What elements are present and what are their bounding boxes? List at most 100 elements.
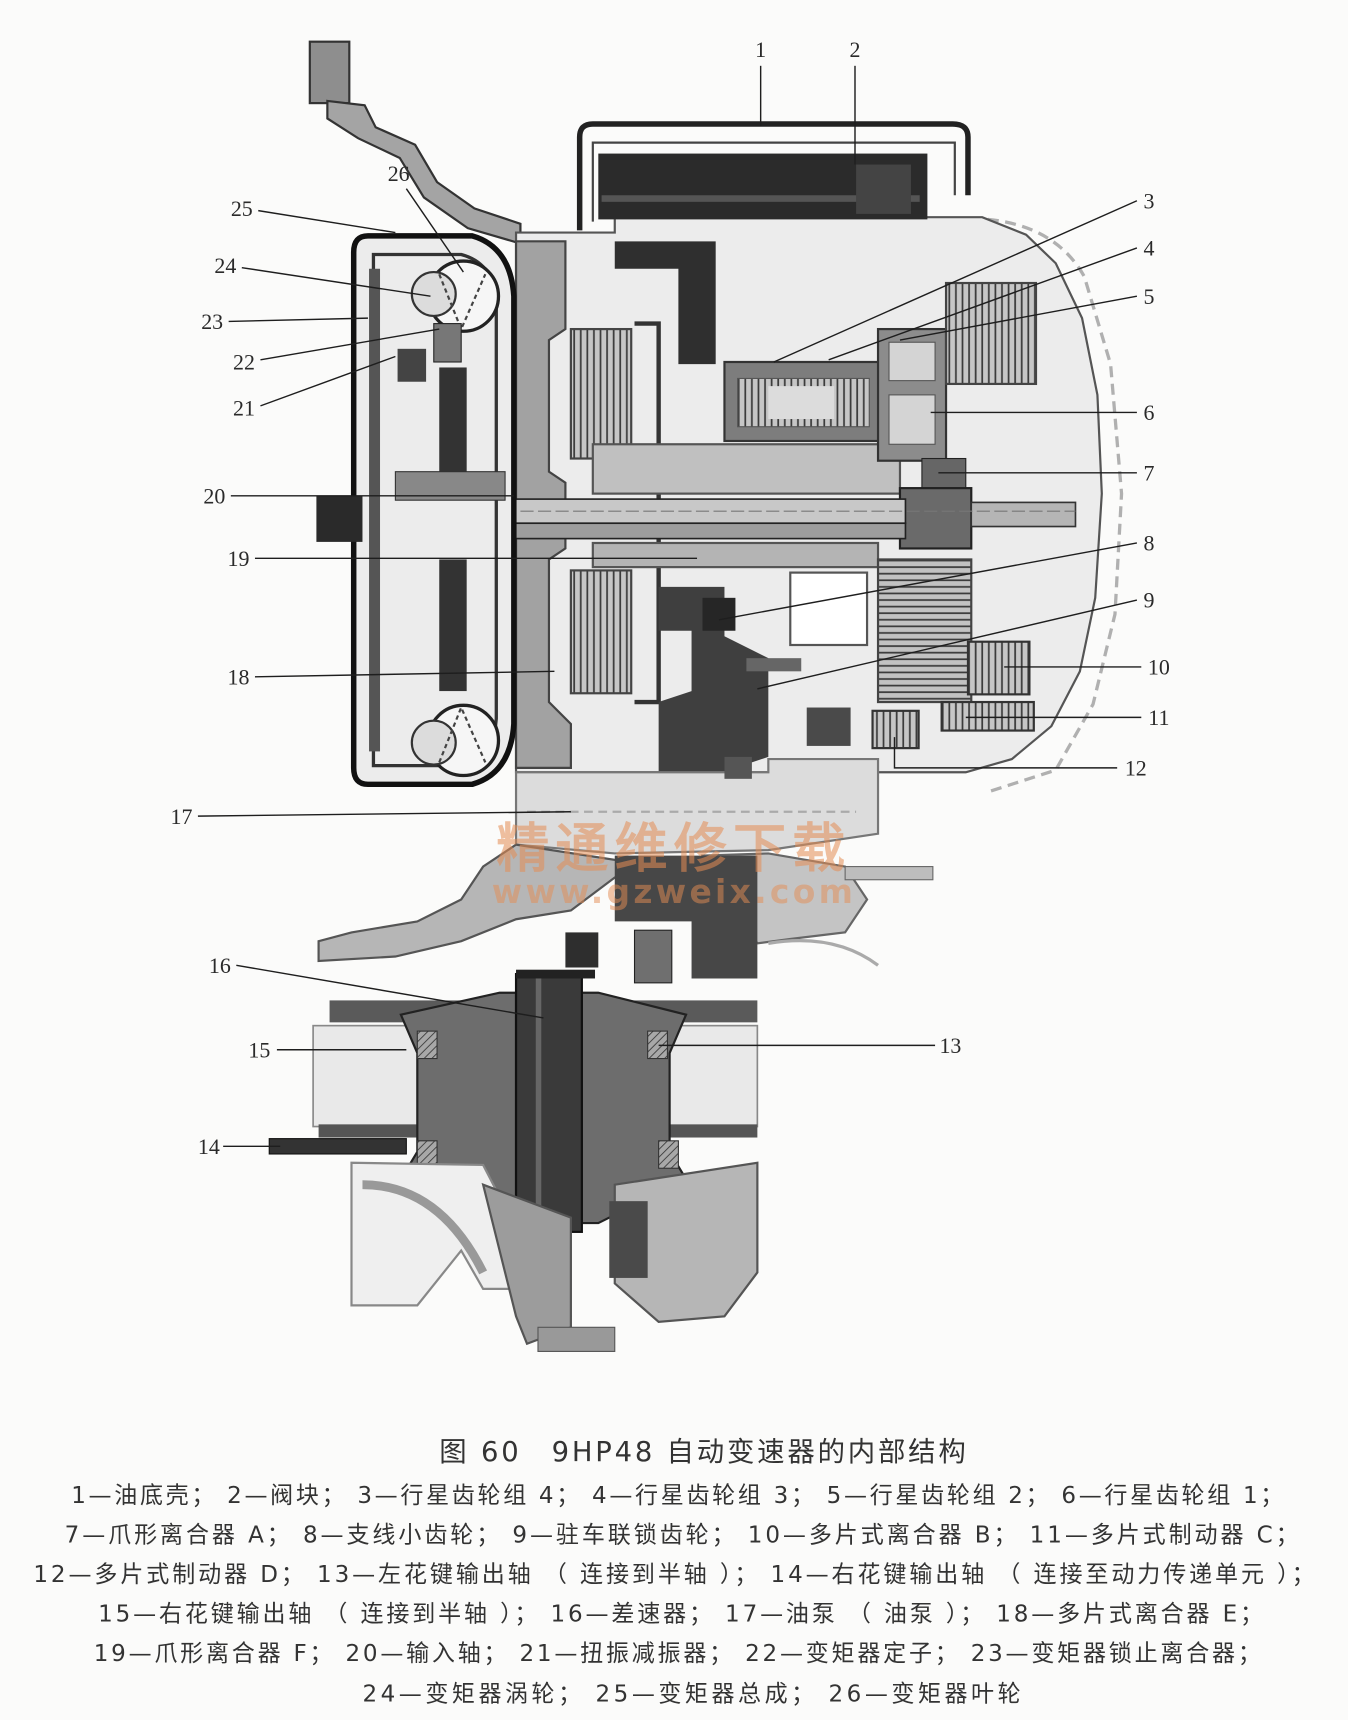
clutch-e-lower-pack bbox=[569, 569, 633, 695]
watermark-url: www.gzweix.com bbox=[492, 872, 856, 911]
converter-shell bbox=[350, 233, 517, 788]
callout-label-26: 26 bbox=[388, 161, 410, 186]
callout-label-17: 17 bbox=[171, 804, 193, 829]
callout-label-21: 21 bbox=[233, 396, 255, 421]
damper-spring-lower bbox=[439, 559, 467, 692]
callout-label-4: 4 bbox=[1143, 236, 1154, 261]
callout-label-3: 3 bbox=[1143, 188, 1154, 213]
brake-c bbox=[940, 700, 1035, 732]
valve-block-strip bbox=[601, 195, 920, 202]
output-hub bbox=[898, 487, 973, 550]
planetary-sets-3-4 bbox=[723, 360, 885, 443]
shaft-drum-lower bbox=[591, 541, 880, 569]
legend-line-3: 12—多片式制动器 D； 13—左花键输出轴 （ 连接到半轴 ）； 14—右花键… bbox=[33, 1562, 1314, 1588]
transfer-bolt-right bbox=[633, 929, 673, 984]
callout-label-12: 12 bbox=[1125, 756, 1147, 781]
upper-clutch-pack bbox=[944, 281, 1038, 386]
torsional-damper bbox=[397, 348, 427, 382]
legend-line-4: 15—右花键输出轴 （ 连接到半轴 ）； 16—差速器； 17—油泵 （ 油泵 … bbox=[98, 1601, 1263, 1627]
legend-line-2: 7—爪形离合器 A； 8—支线小齿轮； 9—驻车联锁齿轮； 10—多片式离合器 … bbox=[65, 1522, 1299, 1548]
transfer-bolt-left bbox=[565, 932, 599, 968]
callout-label-13: 13 bbox=[939, 1033, 961, 1058]
transfer-shaft-extension bbox=[844, 866, 934, 881]
fluid-flow-lower bbox=[438, 704, 487, 763]
claw-clutch-a bbox=[921, 457, 967, 492]
callout-leader-3 bbox=[773, 200, 1138, 363]
clutch-b bbox=[966, 640, 1031, 696]
differential-crossbar bbox=[516, 969, 596, 979]
callout-label-19: 19 bbox=[228, 546, 250, 571]
callout-leader-25 bbox=[258, 209, 396, 234]
legend-line-1: 1—油底壳； 2—阀块； 3—行星齿轮组 4； 4—行星齿轮组 3； 5—行星齿… bbox=[71, 1483, 1283, 1509]
transfer-gear bbox=[614, 855, 758, 979]
clutch-e-upper-pack bbox=[569, 327, 633, 460]
lower-housing-center bbox=[481, 1182, 572, 1346]
callout-leader-4 bbox=[828, 247, 1138, 361]
planetary-gear-2 bbox=[888, 341, 936, 382]
spider-gear-4 bbox=[658, 1140, 679, 1169]
planetary-gear-highlight bbox=[768, 386, 835, 420]
callout-label-8: 8 bbox=[1143, 531, 1154, 556]
parking-gear-teeth bbox=[746, 658, 802, 672]
lower-rib bbox=[362, 1180, 488, 1275]
oil-pan-outline bbox=[576, 121, 971, 231]
lower-housing bbox=[350, 1161, 759, 1352]
pump-tab bbox=[724, 756, 752, 779]
callout-leader-8 bbox=[718, 542, 1138, 621]
callout-leaders bbox=[197, 65, 1142, 1148]
outer-housing-outline bbox=[987, 217, 1124, 794]
callout-leader-23 bbox=[228, 317, 368, 323]
pump-body bbox=[514, 757, 880, 855]
clutch-e bbox=[569, 321, 661, 705]
transmission-cutaway bbox=[268, 40, 1124, 1352]
callout-label-5: 5 bbox=[1143, 284, 1154, 309]
fluid-flow-upper bbox=[438, 273, 487, 332]
callout-leader-21 bbox=[260, 355, 396, 407]
callout-leader-24 bbox=[241, 266, 431, 297]
housing-rib bbox=[768, 939, 880, 967]
callout-labels: 1 2 3 4 5 6 7 8 9 10 11 12 13 14 15 16 1… bbox=[171, 37, 1170, 1159]
figure-caption: 图 60 9HP48 自动变速器的内部结构 1—油底壳； 2—阀块； 3—行星齿… bbox=[33, 1437, 1314, 1707]
legend-line-5: 19—爪形离合器 F； 20—输入轴； 21—扭振减振器； 22—变矩器定子； … bbox=[94, 1641, 1261, 1667]
callout-label-2: 2 bbox=[850, 37, 861, 62]
lockup-clutch bbox=[369, 268, 381, 752]
callout-label-1: 1 bbox=[755, 37, 766, 62]
callout-leader-9 bbox=[757, 599, 1138, 690]
valve-block-detail bbox=[856, 164, 911, 214]
lower-housing-right bbox=[613, 1161, 759, 1323]
callout-leader-22 bbox=[260, 328, 440, 361]
watermark-name: 精通维修下载 bbox=[496, 819, 851, 880]
spider-gear-1 bbox=[416, 1030, 438, 1060]
lower-bolt bbox=[609, 1201, 648, 1278]
oil-pan-inner bbox=[591, 141, 956, 222]
callout-label-24: 24 bbox=[214, 253, 236, 278]
callout-label-23: 23 bbox=[201, 309, 223, 334]
callout-label-11: 11 bbox=[1148, 705, 1169, 730]
spur-pinion bbox=[702, 597, 736, 631]
callout-label-9: 9 bbox=[1143, 588, 1154, 613]
stator bbox=[433, 323, 462, 363]
planetary-sets-1-2 bbox=[876, 327, 948, 462]
callout-leader-16 bbox=[236, 964, 544, 1019]
turbine-lower bbox=[410, 719, 457, 766]
right-splined-output-shaft bbox=[268, 1138, 407, 1155]
transfer-housing-left bbox=[317, 843, 659, 963]
callout-label-7: 7 bbox=[1143, 460, 1154, 485]
differential-pin-highlight bbox=[535, 974, 542, 1232]
legend-line-6: 24—变矩器涡轮； 25—变矩器总成； 26—变矩器叶轮 bbox=[362, 1681, 1020, 1707]
shaft-end-block bbox=[316, 495, 363, 542]
brake-d bbox=[871, 709, 920, 750]
watermark: 精通维修下载 www.gzweix.com bbox=[492, 819, 856, 911]
oil-pump bbox=[514, 756, 880, 855]
valve-block bbox=[598, 153, 928, 220]
callout-leader-17 bbox=[197, 811, 571, 817]
torque-converter bbox=[350, 233, 517, 788]
brake-d-piston bbox=[806, 707, 851, 746]
bracket-pad bbox=[308, 40, 351, 105]
callout-leader-12 bbox=[893, 737, 1118, 769]
case-window bbox=[789, 571, 869, 647]
callout-leader-18 bbox=[254, 670, 555, 678]
callout-label-6: 6 bbox=[1143, 400, 1154, 425]
lower-right-drum bbox=[876, 558, 973, 704]
